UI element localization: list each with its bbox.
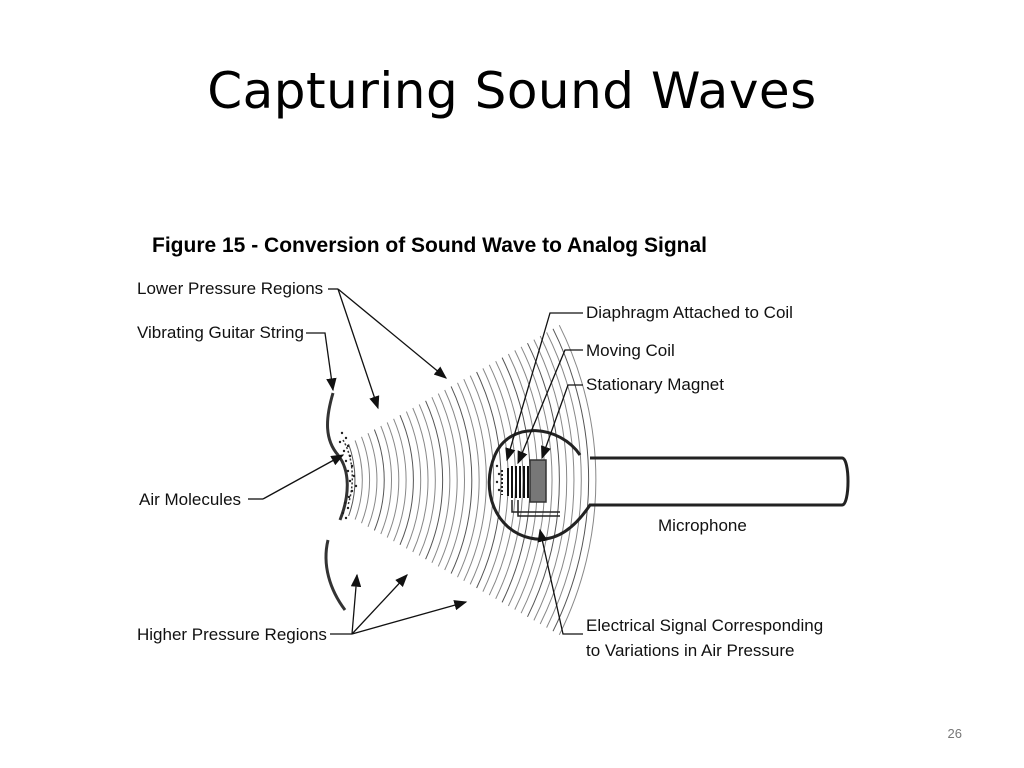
- wave-arc: [425, 400, 444, 560]
- label-moving-coil: Moving Coil: [586, 341, 675, 360]
- wave-arc: [405, 411, 422, 549]
- molecule-dot: [350, 489, 354, 493]
- molecule-dot: [497, 488, 501, 492]
- figure-caption: Figure 15 - Conversion of Sound Wave to …: [152, 234, 707, 257]
- wave-arc: [354, 440, 363, 520]
- wave-arc: [386, 422, 400, 538]
- page-number: 26: [947, 726, 962, 741]
- wave-arc: [552, 328, 590, 632]
- molecule-dot: [338, 440, 342, 444]
- wave-arc: [373, 429, 385, 531]
- molecule-dot: [346, 444, 350, 448]
- molecule-dot: [350, 464, 354, 468]
- wave-arc: [412, 407, 429, 553]
- molecule-dot: [346, 469, 350, 473]
- wave-arc: [546, 332, 582, 628]
- guitar-string: [324, 392, 354, 611]
- wave-arc: [367, 433, 378, 527]
- molecule-dot: [341, 511, 345, 515]
- molecule-dot: [344, 436, 348, 440]
- wave-arc: [399, 415, 414, 545]
- molecule-dot: [343, 501, 347, 505]
- wave-arc: [476, 371, 502, 589]
- label-microphone: Microphone: [658, 516, 747, 535]
- wave-arc: [444, 389, 465, 571]
- wave-arc: [520, 346, 553, 614]
- label-air-molecules: Air Molecules: [139, 490, 241, 509]
- wave-arc: [348, 443, 356, 517]
- label-guitar-string: Vibrating Guitar String: [137, 323, 304, 342]
- wave-arc: [431, 396, 451, 564]
- leader-lines: [248, 288, 583, 635]
- molecule-dot: [344, 516, 348, 520]
- label-signal-line2: to Variations in Air Pressure: [586, 641, 795, 660]
- molecule-dot: [340, 431, 344, 435]
- air-molecules: [338, 431, 501, 520]
- label-lower-pressure: Lower Pressure Regions: [137, 279, 323, 298]
- molecule-dot: [348, 454, 352, 458]
- wave-arc: [469, 375, 495, 585]
- wave-arc: [527, 342, 560, 618]
- wave-arc: [457, 382, 480, 578]
- wave-arc: [463, 378, 487, 582]
- microphone-body: [487, 429, 850, 541]
- sound-wave-arcs: [348, 324, 597, 636]
- molecule-dot: [354, 484, 358, 488]
- label-higher-pressure: Higher Pressure Regions: [137, 625, 327, 644]
- molecule-dot: [497, 472, 501, 476]
- wave-arc: [418, 404, 436, 556]
- wave-arc: [533, 339, 568, 621]
- label-diaphragm: Diaphragm Attached to Coil: [586, 303, 793, 322]
- wave-arc: [361, 436, 371, 524]
- molecule-dot: [346, 506, 350, 510]
- molecule-dot: [352, 474, 356, 478]
- wave-arc: [450, 386, 473, 574]
- wave-arc: [495, 360, 524, 600]
- wave-arc: [380, 425, 393, 535]
- wave-arc: [393, 418, 407, 542]
- microphone-internals: [501, 459, 560, 517]
- molecule-dot: [495, 464, 499, 468]
- wave-arc: [558, 324, 597, 636]
- slide-title: Capturing Sound Waves: [207, 62, 817, 120]
- wave-arc: [437, 393, 458, 567]
- molecule-dot: [495, 480, 499, 484]
- molecule-dot: [344, 459, 348, 463]
- label-stationary-magnet: Stationary Magnet: [586, 375, 724, 394]
- molecule-dot: [348, 479, 352, 483]
- molecule-dot: [347, 495, 351, 499]
- molecule-dot: [342, 449, 346, 453]
- label-signal-line1: Electrical Signal Corresponding: [586, 616, 823, 635]
